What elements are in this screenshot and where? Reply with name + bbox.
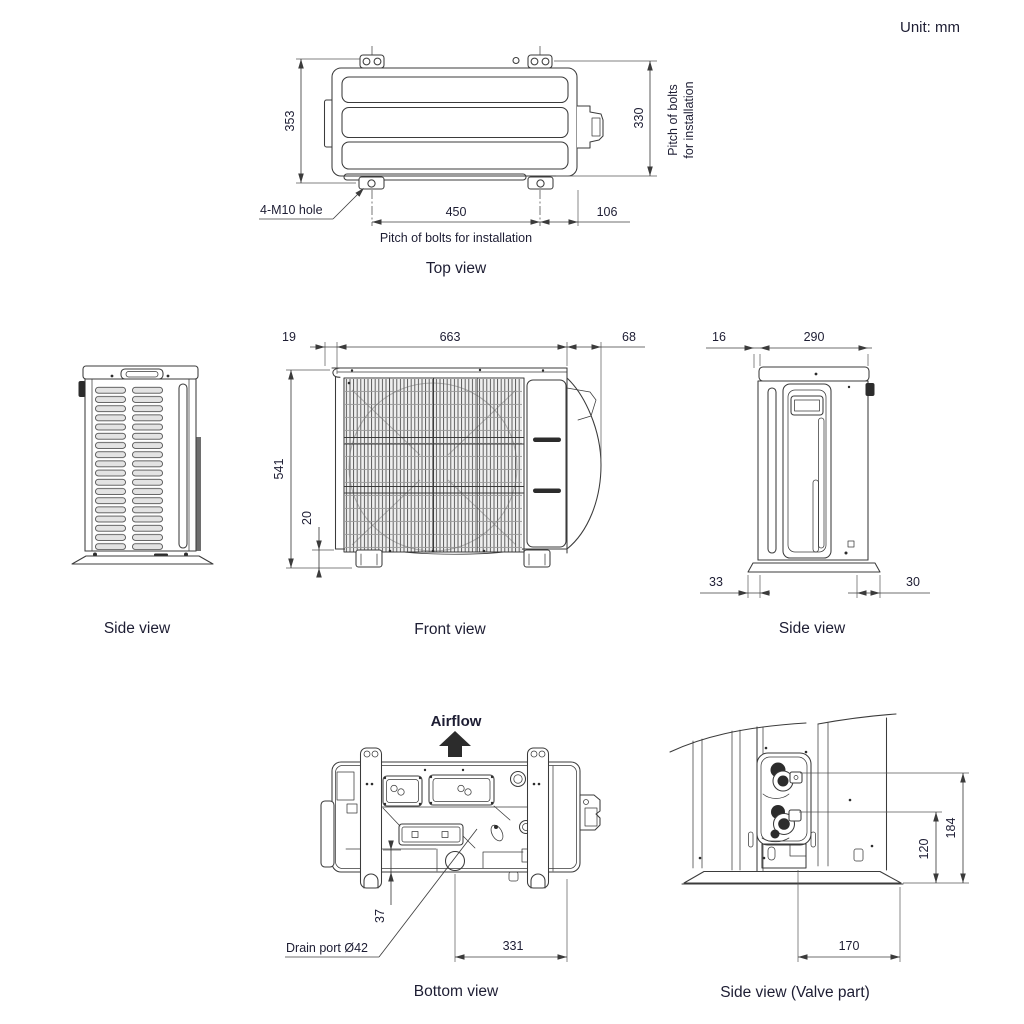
dim-68: 68 [622, 330, 636, 344]
dim-184: 184 [944, 818, 958, 839]
valve-cover-panel [782, 383, 832, 559]
pitch-bottom-label: Pitch of bolts for installation [380, 231, 532, 245]
louver-column [131, 386, 164, 550]
gas-valve [762, 762, 803, 799]
cutaway-curve [669, 722, 807, 753]
pipe-hole [509, 770, 527, 788]
base-plate [71, 555, 214, 565]
side-view-left-title: Side view [104, 620, 171, 637]
dim-450: 450 [446, 205, 467, 219]
dim-290: 290 [804, 330, 825, 344]
side-view-left: Side view [71, 365, 214, 637]
bottom-view: Airflow [285, 713, 601, 1000]
mounting-rail [526, 747, 550, 889]
panel-handle [790, 395, 824, 416]
dim-30: 30 [906, 575, 920, 589]
dim-353: 353 [283, 111, 297, 132]
pitch-right-label-2: for installation [682, 81, 696, 158]
dim-19: 19 [282, 330, 296, 344]
drain-label: Drain port Ø42 [286, 941, 368, 955]
side-view-right: 16 290 33 30 Side view [700, 330, 930, 637]
bolt-foot [527, 176, 554, 190]
bottom-view-title: Bottom view [414, 983, 499, 1000]
unit-note: Unit: mm [900, 19, 960, 36]
dim-16: 16 [712, 330, 726, 344]
louver-column [94, 386, 127, 550]
liquid-valve [761, 805, 802, 843]
foot [355, 549, 383, 568]
valve-side-view: 184 120 170 Side view (Valve part) [669, 713, 969, 1001]
dim-170: 170 [839, 939, 860, 953]
dim-331: 331 [503, 939, 524, 953]
valve-view-title: Side view (Valve part) [720, 984, 870, 1001]
dim-37: 37 [373, 909, 387, 923]
front-view: 19 663 68 541 20 Front view [272, 330, 645, 638]
left-bump [320, 800, 335, 868]
latch [865, 383, 875, 396]
hinge-bracket [78, 381, 86, 397]
dim-20: 20 [300, 511, 314, 525]
pitch-right-label-1: Pitch of bolts [666, 84, 680, 156]
front-view-title: Front view [414, 621, 486, 638]
side-plate-bulge [566, 377, 602, 550]
airflow-label: Airflow [431, 713, 482, 730]
drain-port-circle [444, 850, 466, 872]
bolt-foot [358, 176, 385, 190]
dim-33: 33 [709, 575, 723, 589]
dim-663: 663 [440, 330, 461, 344]
dim-106: 106 [597, 205, 618, 219]
mounting-rail [359, 747, 383, 889]
dim-541: 541 [272, 459, 286, 480]
base-plate [747, 562, 881, 573]
airflow-arrow-icon [439, 731, 471, 757]
top-view: 353 330 450 106 4-M10 hole Pitch of bolt… [259, 46, 696, 277]
dim-120: 120 [917, 839, 931, 860]
top-view-valve-protrusion [577, 105, 604, 149]
service-panel [526, 379, 567, 548]
base-plate [683, 870, 902, 884]
hole-label: 4-M10 hole [260, 203, 323, 217]
dim-330: 330 [632, 108, 646, 129]
top-view-title: Top view [426, 260, 487, 277]
foot [523, 549, 551, 568]
side-view-right-title: Side view [779, 620, 846, 637]
top-view-body [331, 67, 578, 177]
